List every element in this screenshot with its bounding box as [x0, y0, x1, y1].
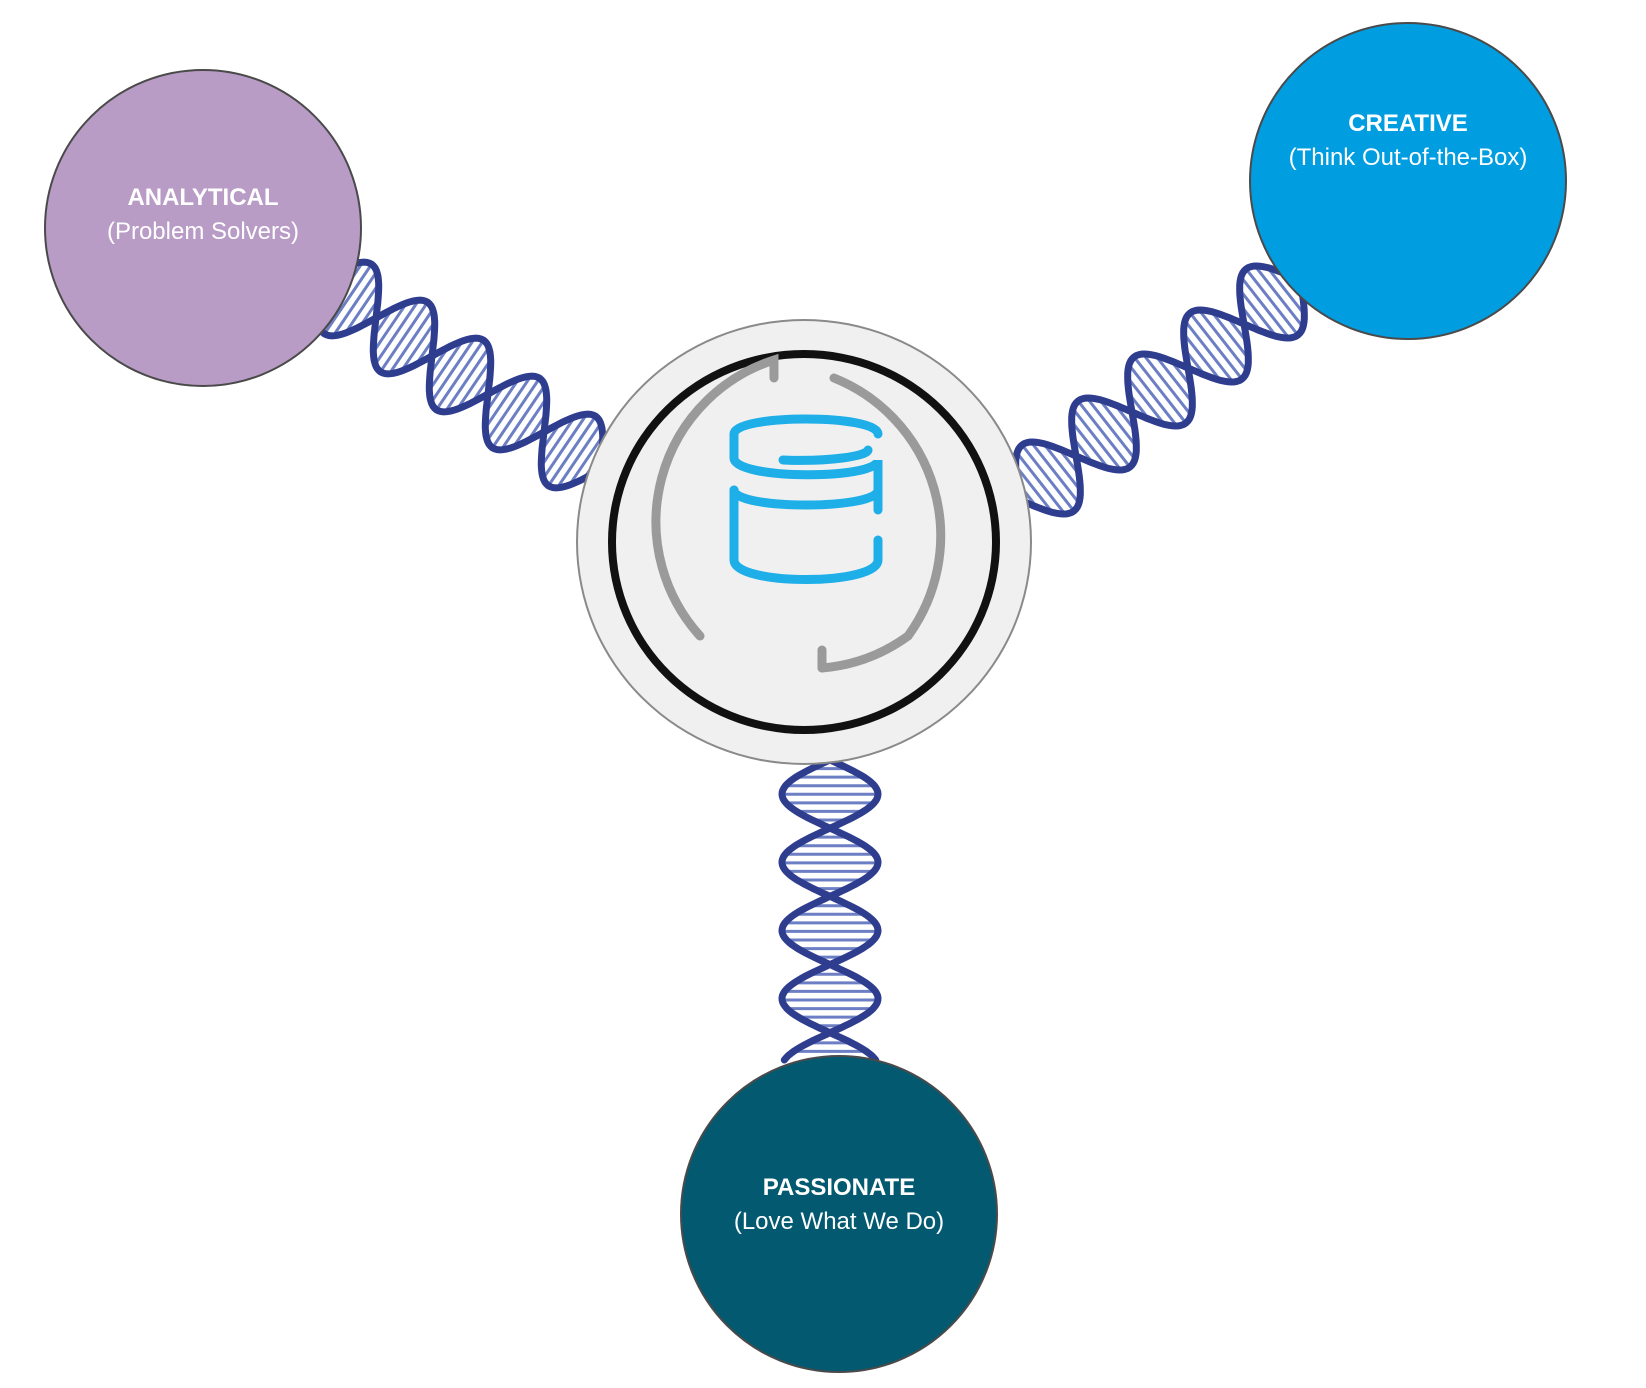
dna-helix-right [1012, 262, 1308, 518]
node-passionate: PASSIONATE (Love What We Do) [680, 1055, 998, 1373]
dna-helix-right-rung [1132, 356, 1188, 424]
dna-helix-left-rung [456, 359, 492, 410]
hub-ring [608, 350, 1000, 734]
dna-helix-right-rung [1182, 332, 1222, 382]
dna-helix-right-rung [1085, 397, 1137, 460]
dna-helix-right-rung [1238, 288, 1278, 338]
node-passionate-title: PASSIONATE [762, 1174, 916, 1201]
node-creative-subtitle: (Think Out-of-the-Box) [1288, 144, 1528, 171]
dna-helix-right-strand-1 [1012, 262, 1304, 504]
dna-helix-left-rung [485, 375, 533, 442]
dna-helix-left-rung [512, 397, 548, 448]
dna-helix-right-rung [1076, 400, 1132, 468]
dna-helix-right-strand-2 [1016, 276, 1308, 518]
dna-helix-left-rung [428, 340, 464, 391]
dna-helix-right-rung [1020, 444, 1076, 512]
dna-helix-right-rung [1266, 266, 1306, 316]
dna-helix-left-rung [484, 378, 520, 429]
dna-helix-left-rung [387, 308, 435, 375]
dna-helix-right-rung [1126, 376, 1166, 426]
dna-helix-left-rung [540, 416, 576, 467]
dna-helix-left-rung [555, 422, 603, 489]
dna-helix-right-rung [1141, 353, 1193, 416]
dna-helix-left-rung [372, 302, 408, 353]
node-passionate-subtitle: (Love What We Do) [733, 1208, 945, 1235]
dna-helix-left-rung [429, 337, 477, 404]
dna-helix-left-rung [491, 377, 541, 449]
dna-helix-left-rung [400, 321, 436, 372]
dna-helix-right-rung [1029, 441, 1081, 504]
dna-helix-left-rung [568, 435, 604, 486]
dna-helix-right-rung [1197, 309, 1249, 372]
node-creative-title: CREATIVE [1348, 110, 1468, 137]
dna-helix-right-rung [1042, 442, 1082, 492]
dna-helix-right-rung [1015, 452, 1067, 515]
dna-helix-right-rung [1239, 276, 1291, 339]
dna-helix-right-rung [1014, 464, 1054, 514]
node-analytical: ANALYTICAL (Problem Solvers) [44, 69, 362, 387]
node-creative: CREATIVE (Think Out-of-the-Box) [1249, 22, 1567, 340]
dna-helix-left-strand-1 [313, 276, 604, 492]
dna-helix-right-rung [1127, 364, 1179, 427]
dna-helix-bottom-strand-2 [778, 756, 882, 1064]
dna-helix-left [313, 258, 607, 492]
dna-helix-left-rung [373, 299, 421, 366]
dna-helix-right-rung [1183, 320, 1235, 383]
dna-helix-right-rung [1070, 420, 1110, 470]
dna-helix-left-rung [379, 301, 429, 373]
dna-helix-left-rung [331, 270, 379, 337]
dna-helix-left-strand-2 [316, 258, 607, 474]
dna-helix-right-rung [1244, 268, 1300, 336]
database-sync-icon [651, 353, 946, 673]
dna-helix-left-rung [323, 263, 373, 335]
node-analytical-subtitle: (Problem Solvers) [106, 218, 300, 245]
dna-helix-left-rung [499, 384, 547, 451]
dna-helix-left-rung [443, 346, 491, 413]
dna-helix-right-rung [1154, 354, 1194, 404]
dna-helix-left-rung [541, 413, 589, 480]
dna-helix-right-rung [1188, 312, 1244, 380]
node-analytical-title: ANALYTICAL [127, 184, 279, 211]
dna-helix-bottom-strand-1 [778, 756, 882, 1064]
dna-helix-left-rung [435, 339, 485, 411]
dna-helix-right-rung [1098, 398, 1138, 448]
dna-helix-left-rung [344, 283, 380, 334]
dna-helix-right-rung [1253, 265, 1305, 328]
dna-helix-right-rung [1071, 408, 1123, 471]
dna-helix-left-rung [547, 415, 597, 487]
dna-helix-right-rung [1210, 310, 1250, 360]
dna-helix-bottom [778, 756, 882, 1064]
